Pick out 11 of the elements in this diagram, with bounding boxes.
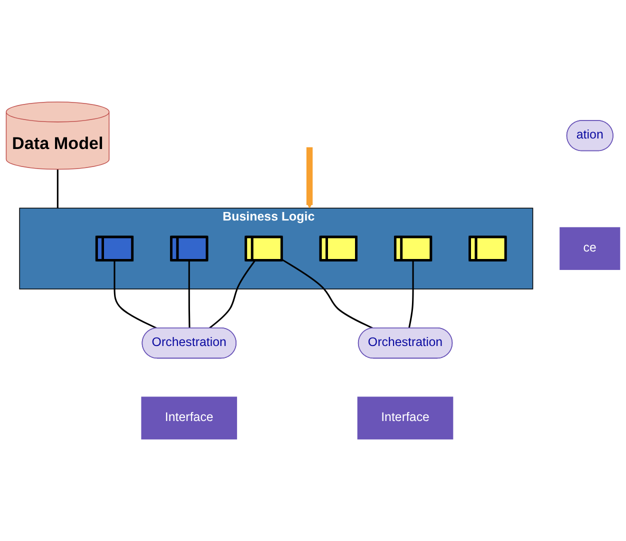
node-box: Interface <box>357 396 454 440</box>
connector-line <box>188 260 190 328</box>
node-box: ce <box>560 227 620 270</box>
node-box: Interface <box>141 396 238 440</box>
connector-line <box>114 260 158 329</box>
block-arrow <box>306 147 313 208</box>
cluster: Business Logic <box>19 208 534 290</box>
connector-line <box>281 258 374 329</box>
connector-line <box>208 260 256 329</box>
connector-line <box>408 260 414 328</box>
connector-line <box>56 169 58 208</box>
